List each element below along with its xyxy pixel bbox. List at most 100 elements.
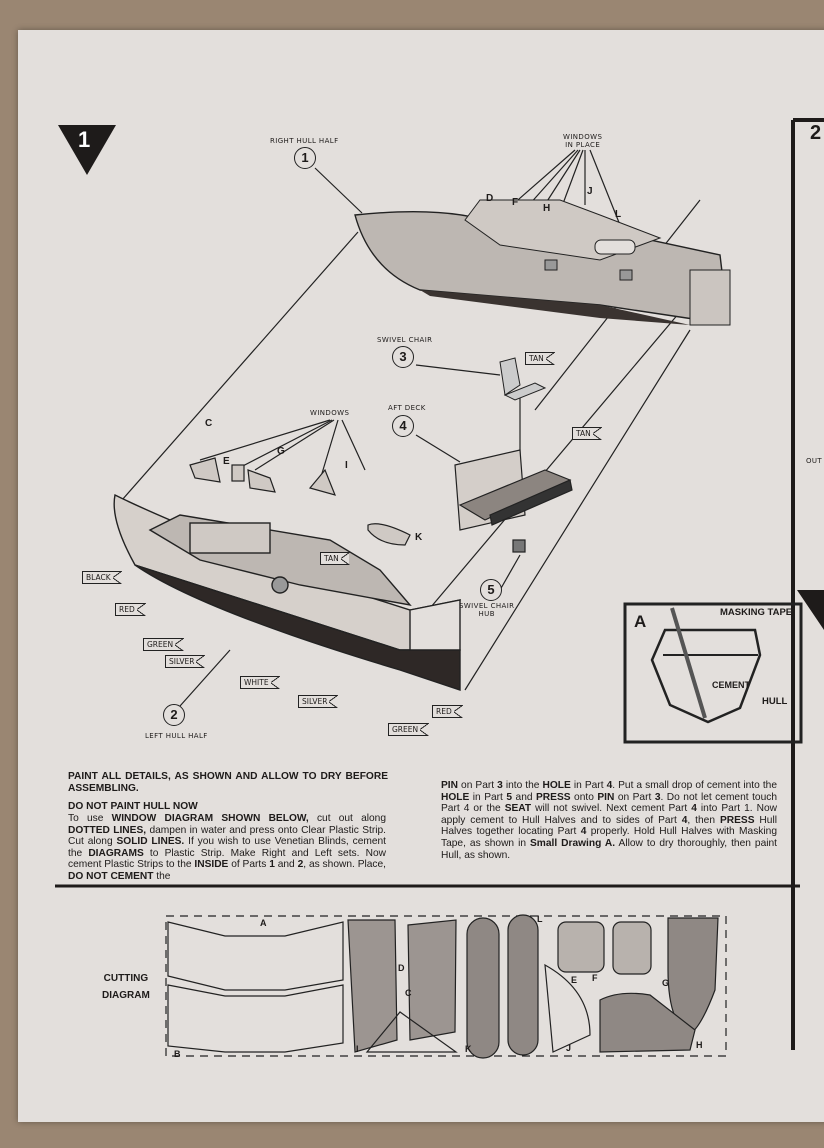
body-text: into Part 1. Now apply cement to Hull Ha… — [441, 803, 777, 826]
cut-letter: L — [537, 914, 543, 924]
emphasis-text: DO NOT CEMENT — [68, 870, 154, 882]
swivel-chair-drawing — [499, 357, 547, 401]
swivel-chair-label: SWIVEL CHAIR — [377, 336, 433, 344]
emphasis-text: 3 — [497, 780, 503, 791]
cut-letter-e: E — [571, 975, 578, 985]
paint-tag-red: RED — [115, 603, 146, 616]
paint-tag-green: GREEN — [143, 638, 185, 651]
body-text: properly. Hold Hull Halves with Masking … — [441, 826, 777, 849]
window-letter: D — [486, 193, 494, 204]
body-text: into the — [502, 780, 543, 791]
window-letter: I — [345, 460, 348, 471]
hull-label: HULL — [762, 696, 788, 707]
right-hull-half-drawing — [354, 199, 731, 326]
part-number-3: 3 — [392, 346, 414, 368]
cut-letter: G — [662, 978, 670, 988]
instruction-subheading: DO NOT PAINT HULL NOW — [68, 801, 198, 812]
emphasis-text: DIAGRAMS — [88, 847, 144, 859]
cut-letter: B — [174, 1049, 181, 1059]
body-text: in Part — [570, 780, 607, 791]
body-text: dampen in water and press onto Clear Pla… — [68, 824, 386, 848]
emphasis-text: PIN — [597, 791, 615, 803]
paint-tag-tan: TAN — [525, 352, 555, 365]
emphasis-text: 4 — [691, 803, 697, 815]
body-text: on Part — [614, 791, 655, 803]
emphasis-text: 4 — [606, 780, 613, 791]
body-text: , then — [687, 814, 720, 826]
cut-letter: H — [696, 1040, 703, 1050]
body-text: and — [274, 859, 298, 871]
cutting-diagram-line2: DIAGRAM — [102, 990, 150, 1001]
emphasis-text: SOLID LINES. — [116, 836, 185, 848]
body-text: To use — [68, 813, 112, 824]
emphasis-text: 3 — [654, 791, 661, 803]
emphasis-text: WINDOW DIAGRAM SHOWN BELOW, — [111, 813, 309, 824]
body-text: on Part — [457, 780, 498, 791]
paint-tag-green: GREEN — [388, 723, 430, 736]
window-letter: L — [615, 209, 622, 220]
emphasis-text: PIN — [441, 780, 458, 791]
cutting-diagram-label: CUTTING DIAGRAM — [102, 973, 150, 1001]
cut-letter: A — [260, 918, 267, 928]
body-text: Hull Halves together locating Part — [441, 814, 777, 838]
body-text: cut out along — [308, 813, 386, 824]
body-text: and — [512, 791, 537, 803]
windows-label: WINDOWS — [310, 409, 350, 417]
cut-letter: F — [592, 973, 598, 983]
hub-label-line1: SWIVEL CHAIR — [459, 602, 515, 610]
body-text: . Put a small drop of cement into the — [612, 780, 777, 791]
paint-tag-silver: SILVER — [165, 655, 206, 668]
emphasis-text: 4 — [580, 826, 587, 838]
paint-tag-tan: TAN — [572, 427, 602, 440]
emphasis-text: PRESS — [719, 814, 755, 826]
body-text: the — [153, 870, 171, 882]
emphasis-text: HOLE — [542, 780, 571, 791]
part-number-4: 4 — [392, 415, 414, 437]
window-letter: F — [512, 197, 519, 208]
step-number: 1 — [78, 127, 91, 152]
cut-letter: C — [405, 988, 412, 998]
emphasis-text: PRESS — [536, 791, 571, 803]
window-letter: H — [543, 203, 551, 214]
cut-letter: I — [356, 1044, 359, 1054]
aft-deck-drawing — [454, 449, 573, 553]
paint-tag-black: BLACK — [82, 571, 122, 584]
loose-windows-drawing — [189, 457, 411, 546]
cut-letter: J — [566, 1043, 572, 1053]
left-hull-half-drawing — [113, 493, 461, 691]
emphasis-text: INSIDE — [194, 859, 229, 871]
instruction-column-1: To use WINDOW DIAGRAM SHOWN BELOW, cut o… — [68, 813, 386, 883]
body-text: Allow to dry thoroughly, then paint Hull… — [441, 837, 777, 861]
cut-letter: D — [398, 963, 405, 973]
paint-tag-silver: SILVER — [298, 695, 339, 708]
paint-tag-red: RED — [432, 705, 463, 718]
body-text: . Do not let cement touch Part 4 or the — [441, 791, 777, 815]
body-text: will not swivel. Next cement Part — [531, 803, 692, 815]
right-hull-half-label: RIGHT HULL HALF — [270, 137, 339, 145]
masking-tape-label: MASKING TAPE — [720, 607, 793, 618]
part-number-5: 5 — [480, 579, 502, 601]
window-letter: J — [587, 186, 593, 197]
step-marker-triangle — [58, 125, 116, 175]
body-text: , as shown. Place, — [303, 859, 387, 871]
emphasis-text: 1 — [269, 859, 275, 871]
cutting-diagram-drawing — [165, 914, 727, 1059]
left-hull-half-label: LEFT HULL HALF — [145, 732, 208, 740]
emphasis-text: SEAT — [504, 803, 532, 815]
body-text: If you wish to use Venetian Blinds, ceme… — [68, 836, 387, 859]
emphasis-text: 2 — [297, 859, 304, 871]
windows-in-place-line1: WINDOWS — [563, 133, 603, 141]
part-number-2: 2 — [163, 704, 185, 726]
cement-label: CEMENT — [712, 680, 750, 690]
hub-label-line2: HUB — [478, 610, 495, 618]
cutting-diagram-line1: CUTTING — [103, 973, 149, 984]
windows-in-place-line2: IN PLACE — [565, 141, 601, 149]
emphasis-text: 4 — [681, 814, 688, 826]
body-text: in Part — [469, 791, 507, 803]
emphasis-text: HOLE — [441, 791, 470, 803]
body-text: to Plastic Strip. Make Right and Left se… — [68, 847, 386, 871]
emphasis-text: 5 — [506, 791, 513, 803]
